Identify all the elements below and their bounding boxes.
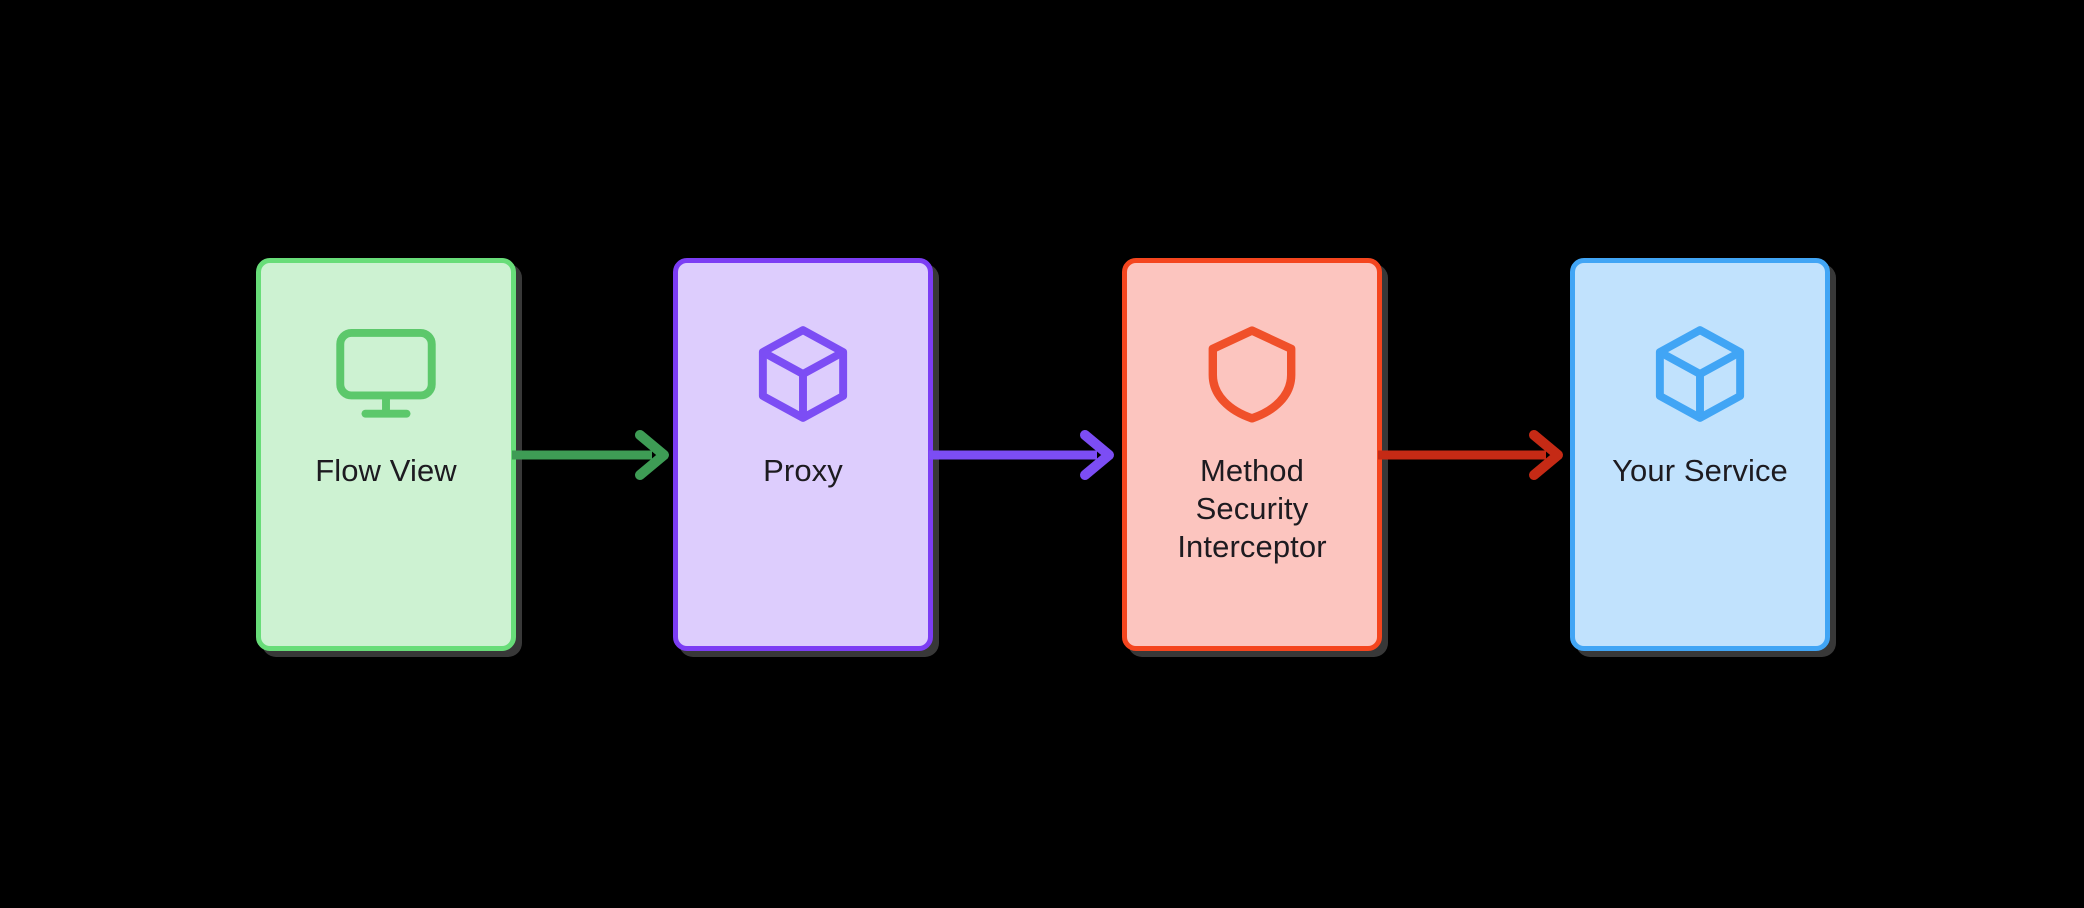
node-flow-view[interactable]: Flow View: [256, 258, 516, 651]
monitor-icon: [336, 328, 436, 418]
node-proxy[interactable]: Proxy: [673, 258, 933, 651]
node-label-flow-view: Flow View: [315, 453, 457, 488]
edge-interceptor-to-your-service: [1378, 430, 1563, 480]
node-your-service[interactable]: Your Service: [1570, 258, 1830, 651]
edge-proxy-to-interceptor: [929, 430, 1114, 480]
shield-icon: [1208, 326, 1296, 423]
node-label-method-security-interceptor: Method Security Interceptor: [1177, 453, 1327, 564]
cube-icon: [758, 326, 848, 422]
node-label-your-service: Your Service: [1612, 453, 1788, 488]
node-label-proxy: Proxy: [763, 453, 843, 488]
edge-flow-view-to-proxy: [512, 430, 669, 480]
cube-icon: [1655, 326, 1745, 422]
node-method-security-interceptor[interactable]: Method Security Interceptor: [1122, 258, 1382, 651]
